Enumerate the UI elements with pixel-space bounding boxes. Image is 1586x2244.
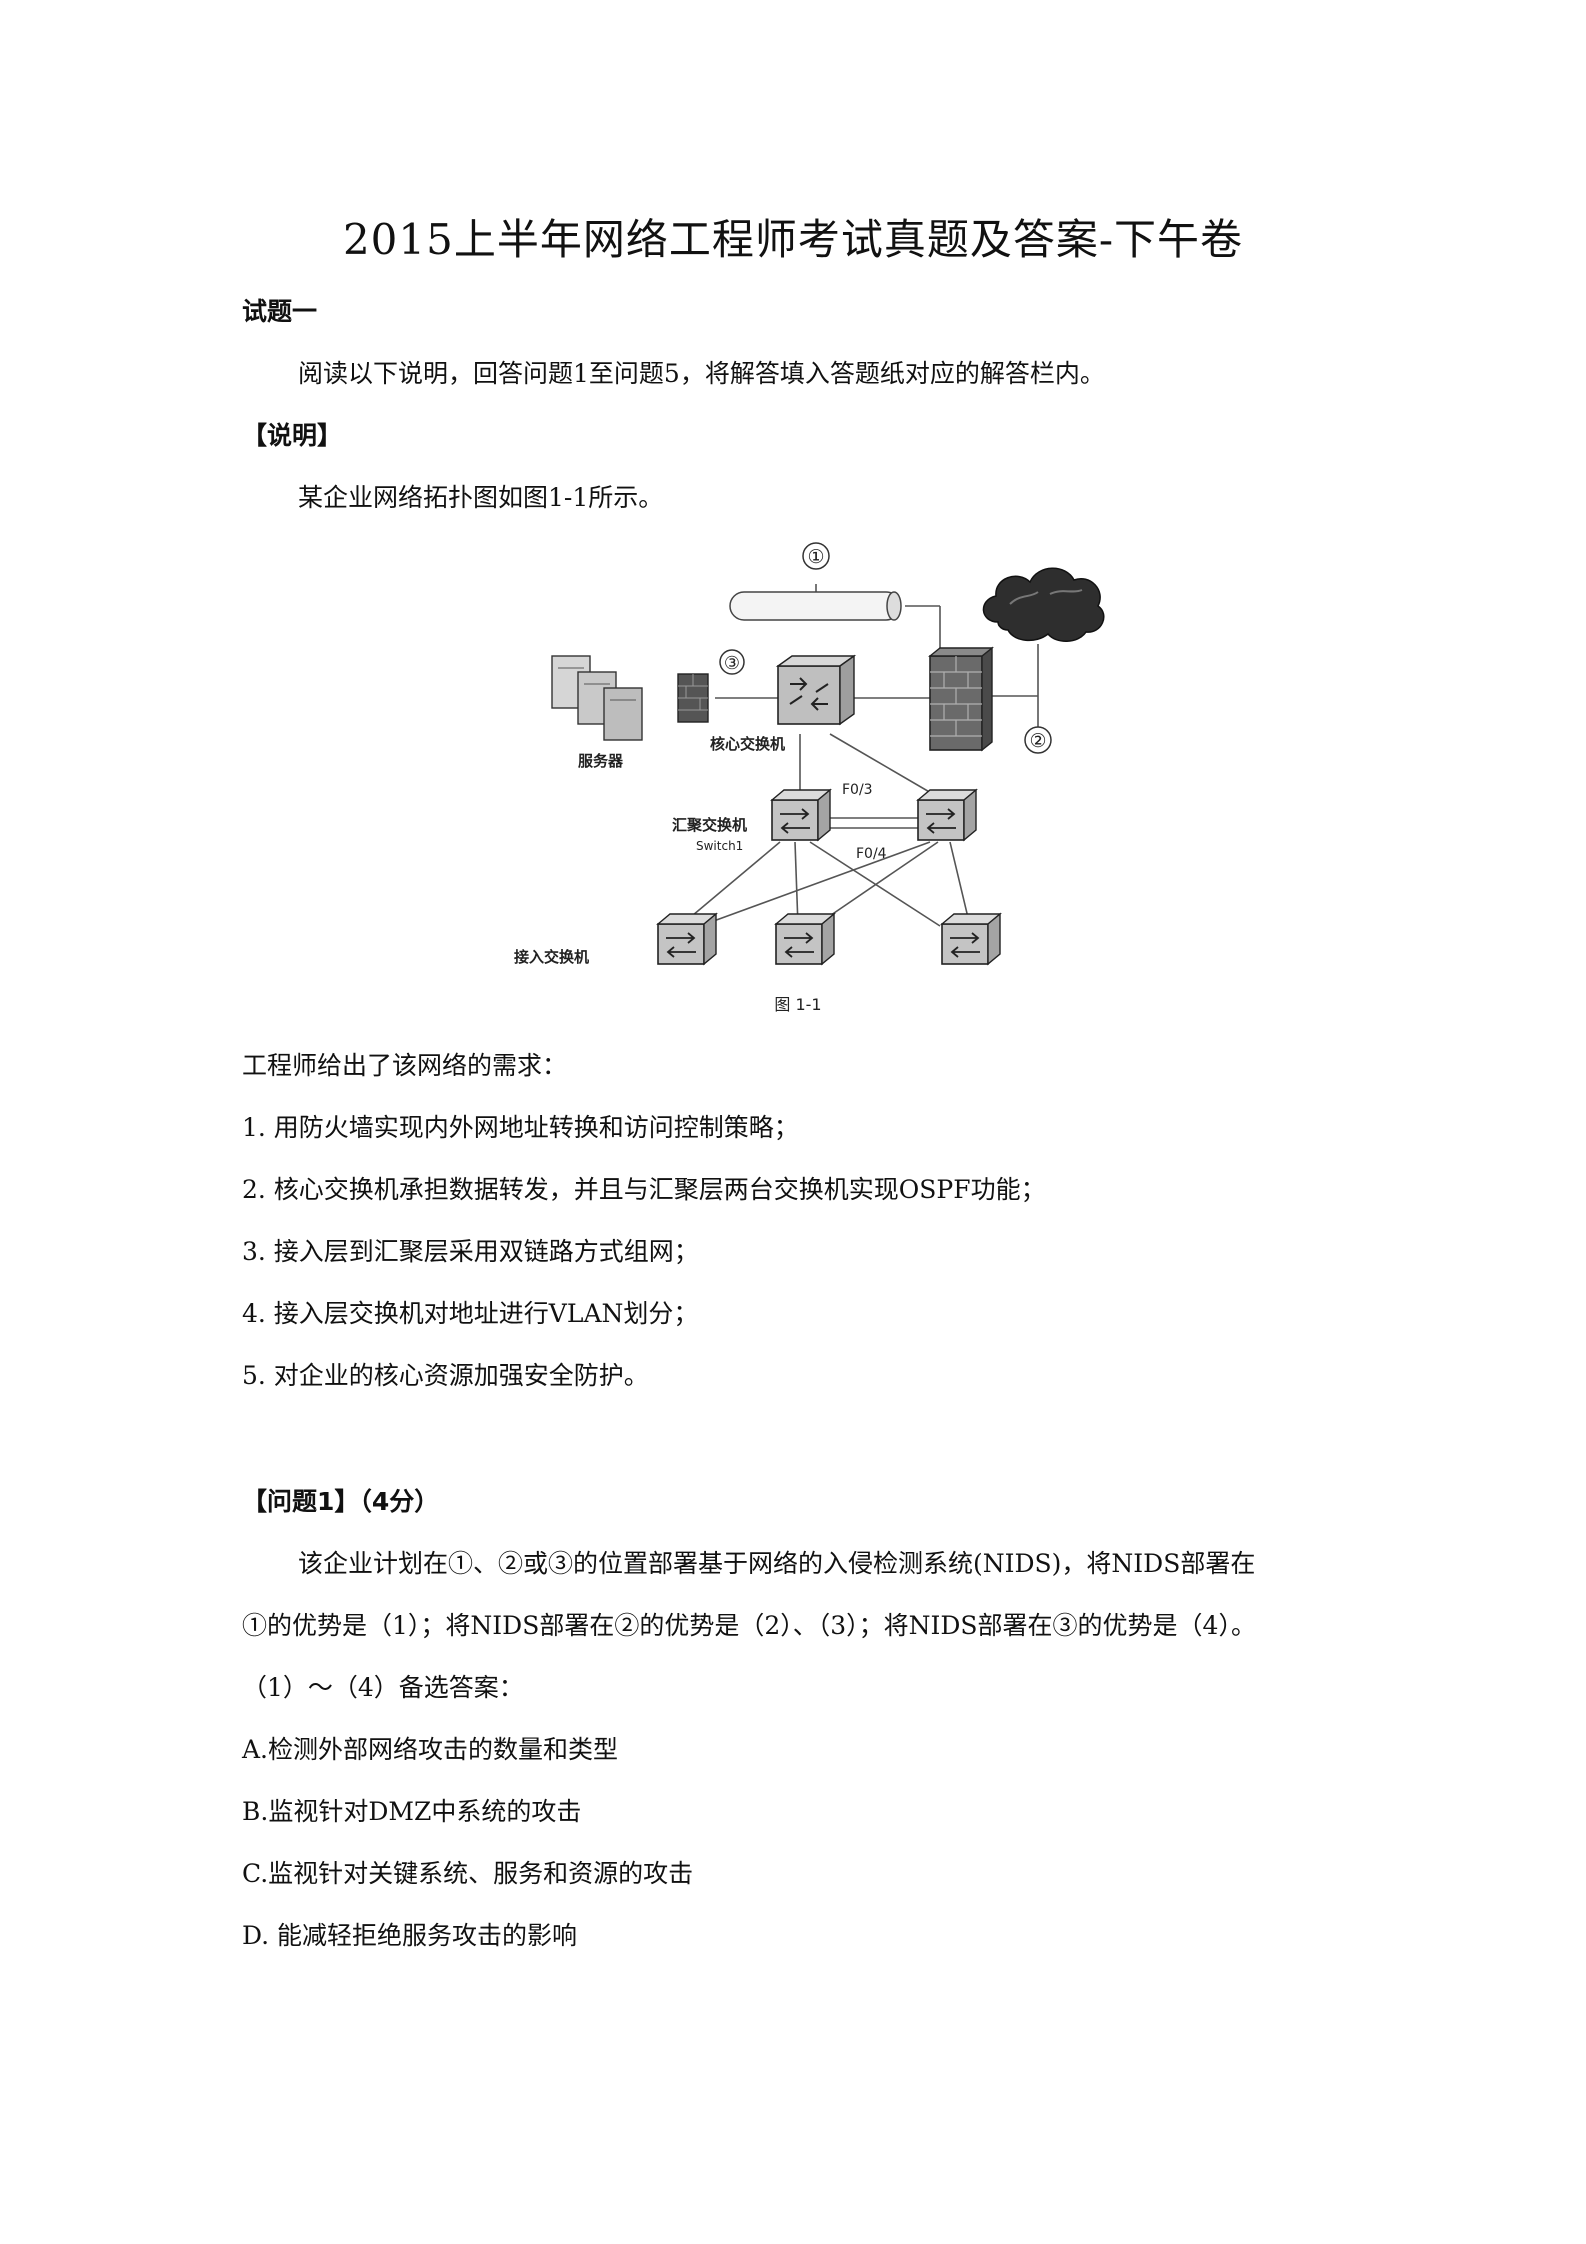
access-switch-3-icon xyxy=(940,912,1002,966)
marker-1-icon: ① xyxy=(802,542,830,570)
network-topology-diagram: ① ③ 服务器 核心交换机 xyxy=(514,542,1105,1014)
internet-cloud-icon xyxy=(982,567,1105,642)
marker-2-label: ② xyxy=(1029,730,1046,752)
marker-3-icon: ③ xyxy=(719,649,745,675)
requirement-item: 2. 核心交换机承担数据转发，并且与汇聚层两台交换机实现OSPF功能； xyxy=(242,1175,1046,1204)
marker-1-label: ① xyxy=(807,546,824,568)
topology-links xyxy=(679,584,1039,927)
description-heading: 【说明】 xyxy=(242,421,343,450)
option-c: C.监视针对关键系统、服务和资源的攻击 xyxy=(242,1859,694,1888)
access-switch-label: 接入交换机 xyxy=(514,948,589,966)
aggregation-switch-1-icon xyxy=(770,788,832,842)
firewall-icon xyxy=(928,646,994,752)
servers-label: 服务器 xyxy=(578,752,624,770)
requirement-item: 5. 对企业的核心资源加强安全防护。 xyxy=(242,1361,649,1390)
question1-text-line1: 该企业计划在①、②或③的位置部署基于网络的入侵检测系统(NIDS)，将NIDS部… xyxy=(298,1549,1256,1578)
port-f03-label: F0/3 xyxy=(842,782,873,798)
question1-text-line2: ①的优势是（1）；将NIDS部署在②的优势是（2）、（3）；将NIDS部署在③的… xyxy=(242,1611,1256,1640)
requirement-item: 3. 接入层到汇聚层采用双链路方式组网； xyxy=(242,1237,699,1266)
core-switch-icon xyxy=(775,654,857,726)
requirement-item: 4. 接入层交换机对地址进行VLAN划分； xyxy=(242,1299,699,1328)
option-d: D. 能减轻拒绝服务攻击的影响 xyxy=(242,1921,578,1950)
question1-heading: 【问题1】（4分） xyxy=(242,1487,440,1516)
description-text: 某企业网络拓扑图如图1-1所示。 xyxy=(298,483,664,512)
option-a: A.检测外部网络攻击的数量和类型 xyxy=(242,1735,619,1764)
requirement-item: 1. 用防火墙实现内外网地址转换和访问控制策略； xyxy=(242,1113,799,1142)
access-switch-2-icon xyxy=(774,912,836,966)
figure-caption: 图 1-1 xyxy=(774,995,821,1014)
core-switch-label: 核心交换机 xyxy=(710,735,785,753)
marker-2-icon: ② xyxy=(1024,726,1052,754)
section-heading: 试题一 xyxy=(242,297,318,326)
aggregation-switch-2-icon xyxy=(916,788,978,842)
network-segment-pipe-icon xyxy=(729,591,902,621)
requirements-intro: 工程师给出了该网络的需求： xyxy=(242,1051,568,1080)
marker-3-label: ③ xyxy=(724,653,740,674)
instruction-text: 阅读以下说明，回答问题1至问题5，将解答填入答题纸对应的解答栏内。 xyxy=(298,359,1105,388)
access-switch-1-icon xyxy=(656,912,718,966)
options-intro: （1）～（4）备选答案： xyxy=(242,1673,524,1702)
aggregation-switch-sublabel: Switch1 xyxy=(696,839,743,853)
port-f04-label: F0/4 xyxy=(856,846,887,862)
servers-icon xyxy=(551,655,643,741)
security-device-icon xyxy=(677,673,709,723)
option-b: B.监视针对DMZ中系统的攻击 xyxy=(242,1797,582,1826)
aggregation-switch-label: 汇聚交换机 xyxy=(672,816,747,834)
page-title: 2015上半年网络工程师考试真题及答案-下午卷 xyxy=(342,215,1244,264)
